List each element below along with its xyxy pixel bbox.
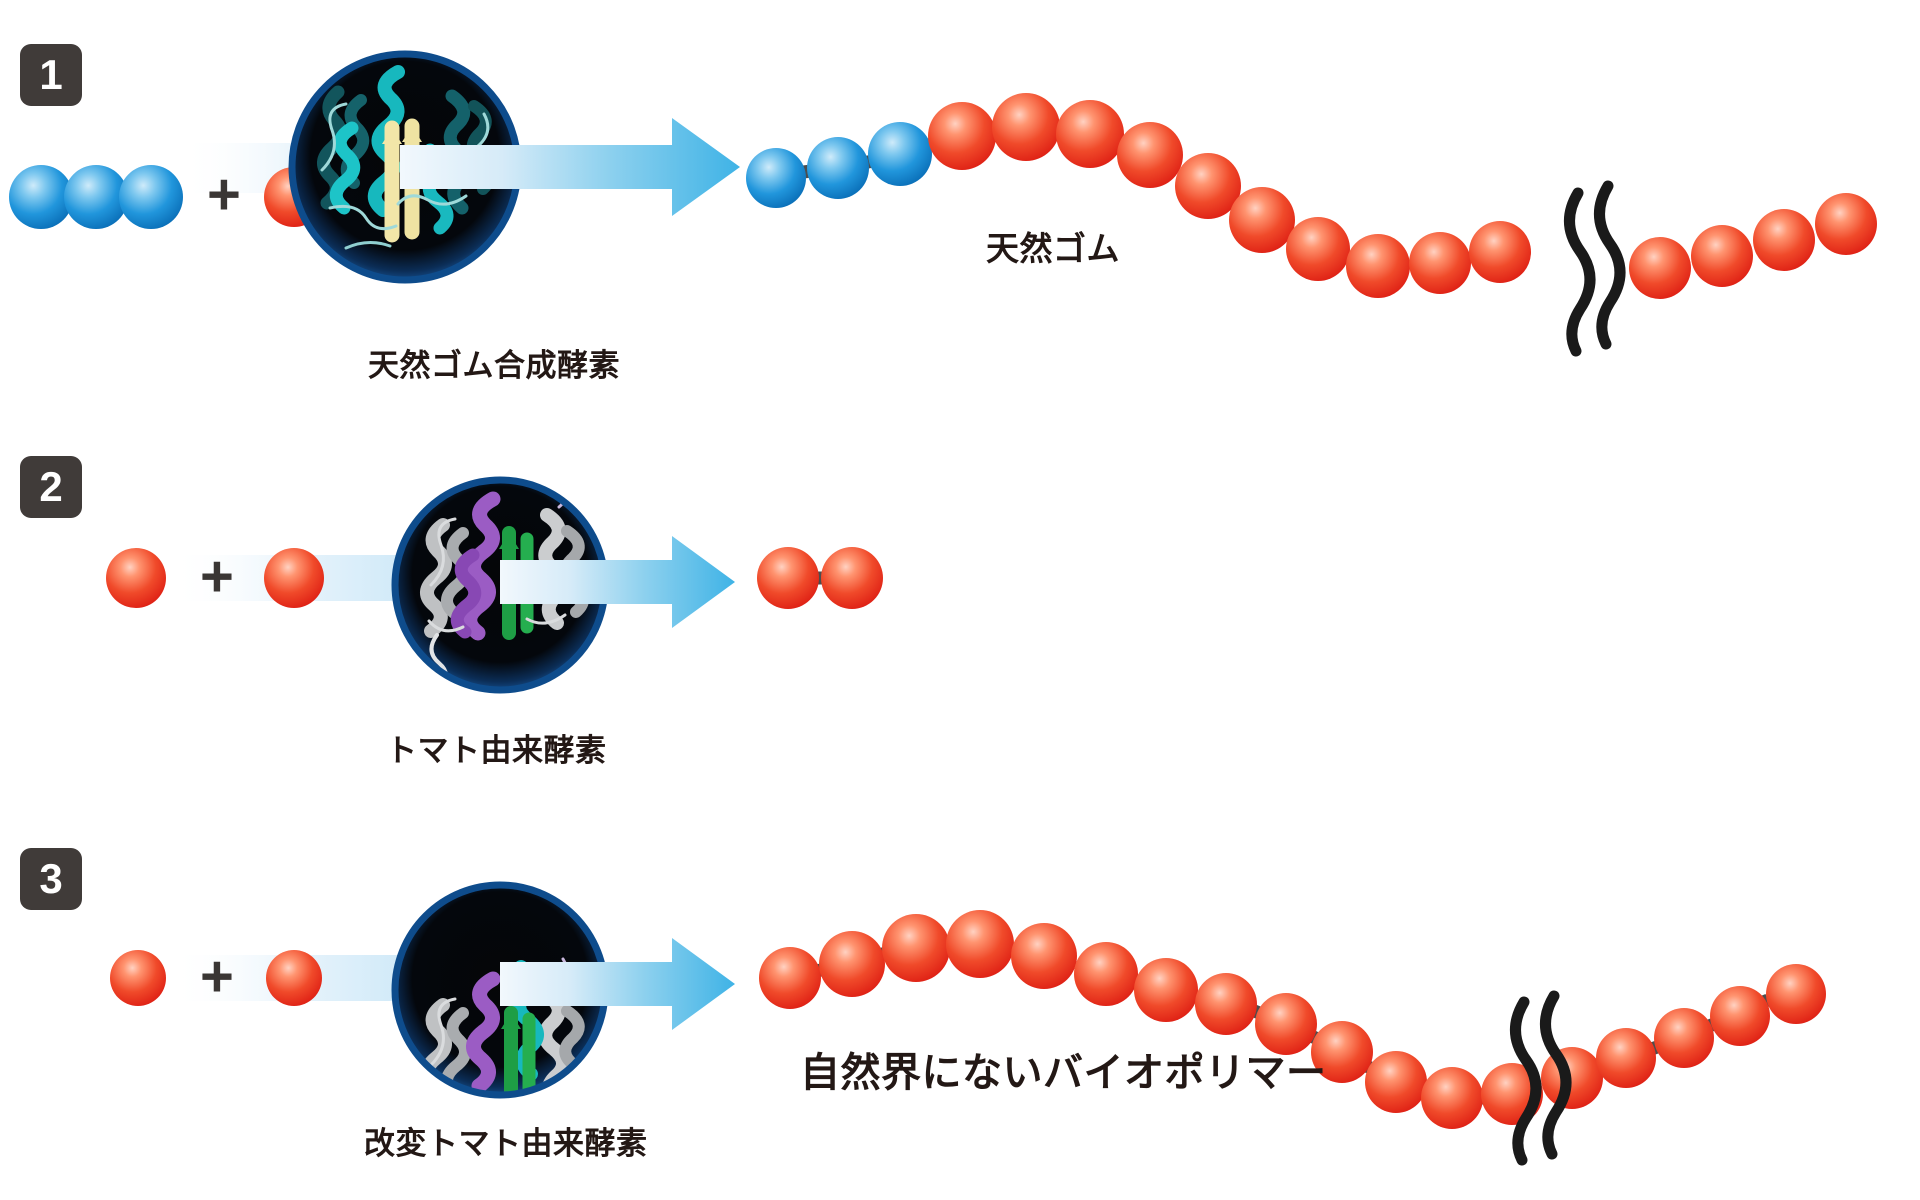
panel-3-reactant-right-monomer (266, 950, 322, 1006)
panel-3-chain-break-squiggle (1510, 990, 1572, 1166)
panel-1-product-chain (746, 93, 1877, 299)
panel-2-reactant-left-monomer (106, 548, 166, 608)
panel-3-step-badge: 3 (20, 848, 82, 910)
panel-2-plus-sign: + (200, 544, 234, 609)
panel-1-reaction-arrow (400, 118, 740, 216)
panel-2-graphics (106, 476, 883, 694)
panel-3-reactant-left-monomer (110, 950, 166, 1006)
panel-3-product-caption: 自然界にないバイオポリマー (800, 1051, 1327, 1095)
panel-2-step-badge: 2 (20, 456, 82, 518)
panel-2-enzyme-caption: トマト由来酵素 (386, 733, 607, 768)
panel-1-reactant-blue-monomers (9, 165, 183, 229)
panel-1-plus-sign: + (207, 162, 241, 227)
panel-3-product-chain (759, 910, 1826, 1129)
panel-1-step-badge: 1 (20, 44, 82, 106)
panel-2-product-dimer (757, 547, 883, 609)
panel-1-chain-break-squiggle (1564, 180, 1626, 357)
panel-3-graphics (110, 881, 1826, 1166)
panel-3-plus-sign: + (200, 944, 234, 1009)
panel-3-reaction-arrow (500, 938, 735, 1030)
panel-3-enzyme-caption: 改変トマト由来酵素 (364, 1126, 648, 1161)
panel-1-product-caption: 天然ゴム (986, 230, 1120, 267)
panel-2-reactant-right-monomer (264, 548, 324, 608)
panel-2-reaction-arrow (500, 536, 735, 628)
panel-1-graphics (9, 50, 1877, 357)
panel-1-enzyme-caption: 天然ゴム合成酵素 (368, 348, 620, 383)
